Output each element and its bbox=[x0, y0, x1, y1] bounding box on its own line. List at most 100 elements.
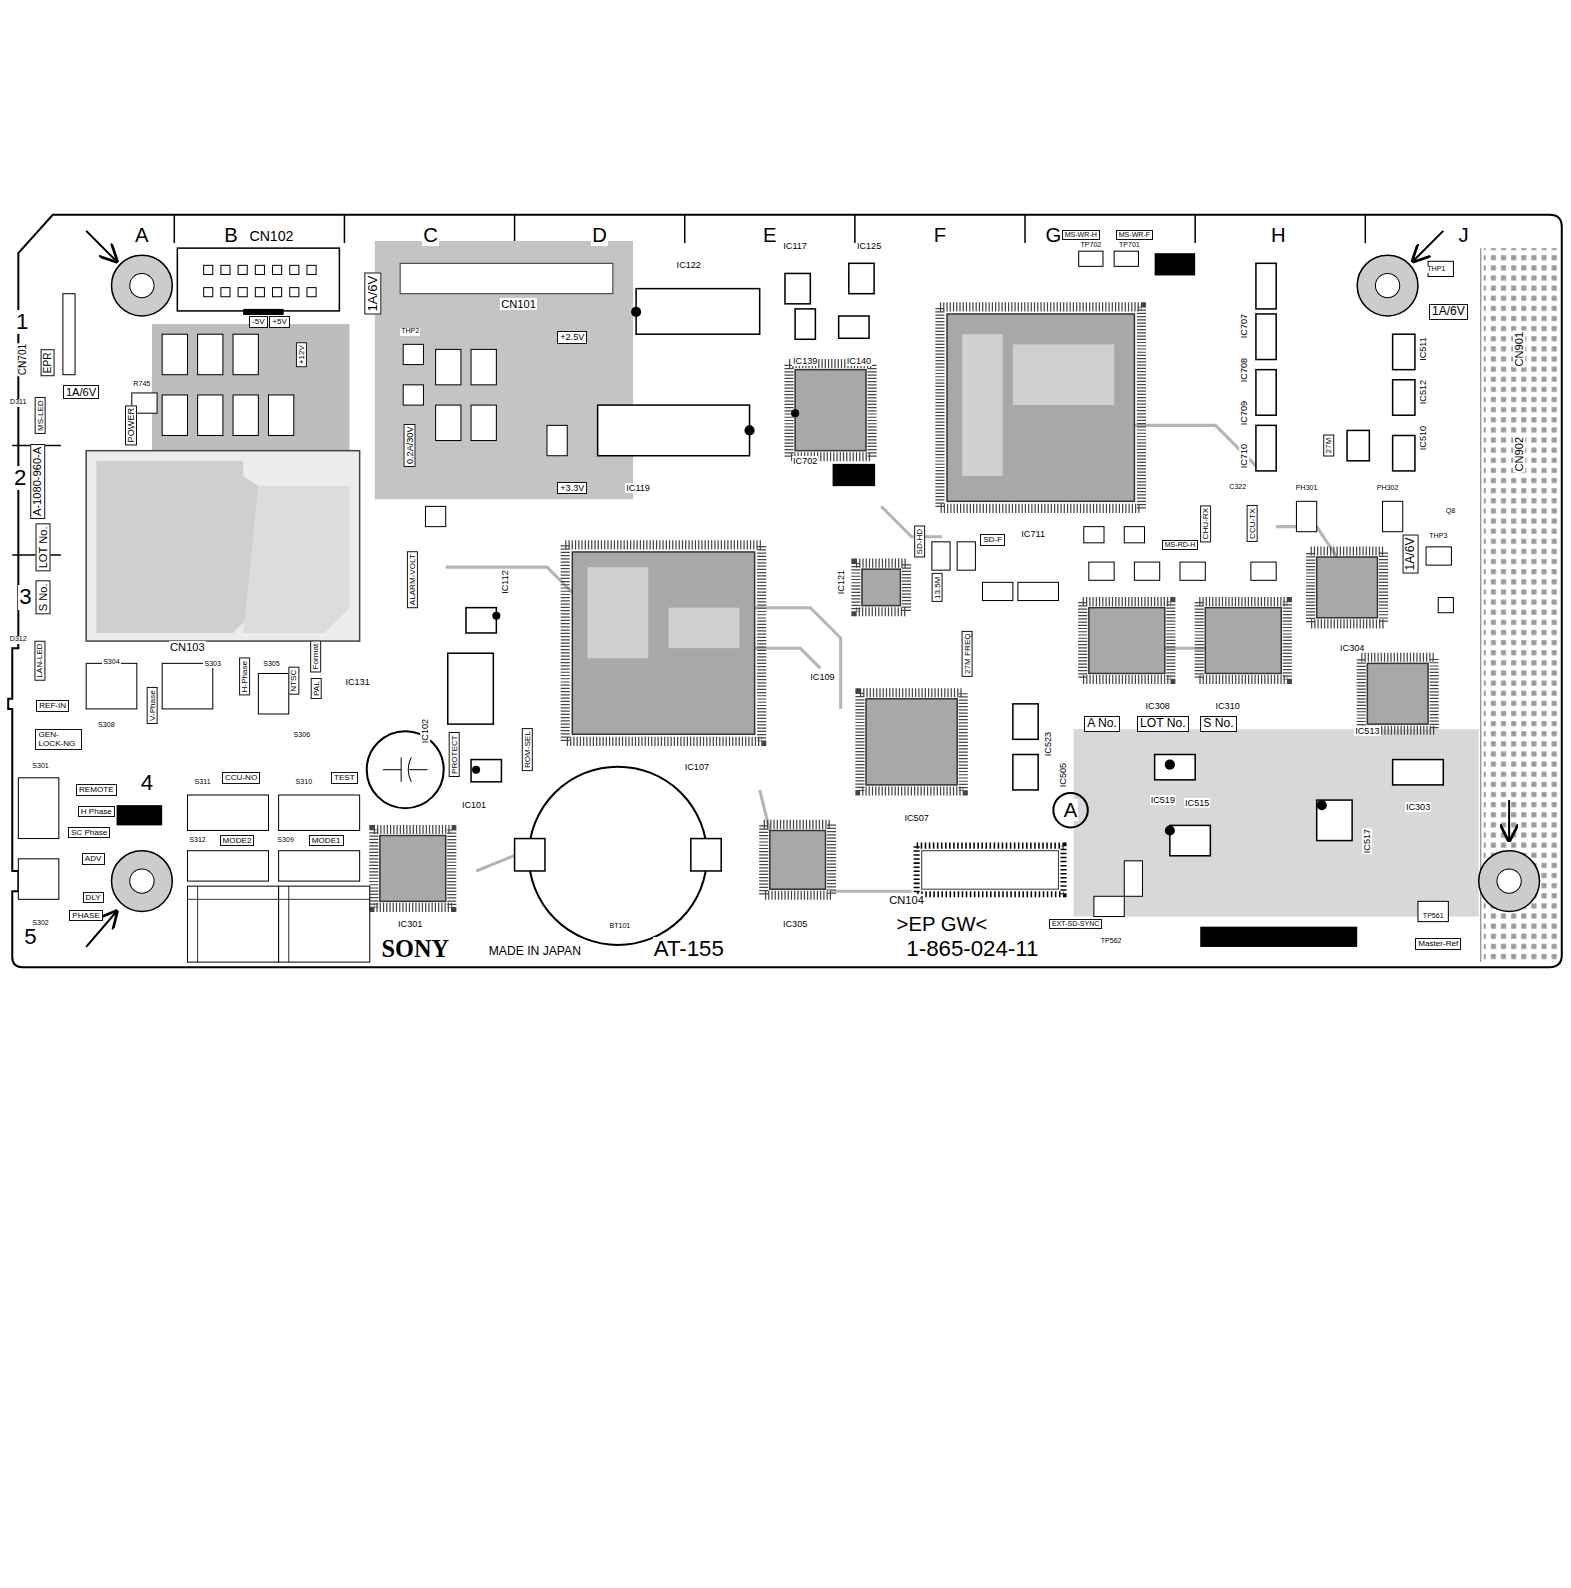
board-marking: C bbox=[422, 224, 439, 246]
box-text: H-Phase bbox=[240, 661, 249, 693]
board-marking: 1 bbox=[15, 310, 29, 335]
box-text: PHASE bbox=[72, 911, 99, 920]
part-label: IC301 bbox=[397, 919, 423, 929]
silkscreen-box: EXT-SD-SYNC bbox=[1049, 919, 1103, 929]
silkscreen-box: POWER bbox=[125, 405, 137, 445]
ic-outline bbox=[448, 263, 1444, 855]
box-text: +5V bbox=[272, 317, 287, 326]
silkscreen-box: TEST bbox=[331, 772, 358, 783]
silkscreen-box: ROM-SEL bbox=[522, 728, 533, 771]
part-label: IC140 bbox=[846, 356, 872, 366]
part-label: CN902 bbox=[1513, 435, 1525, 472]
passive-part bbox=[18, 251, 1453, 962]
part-label: IC102 bbox=[420, 718, 430, 744]
part-label: IC310 bbox=[1214, 701, 1240, 711]
silkscreen-box: SC Phase bbox=[68, 827, 110, 838]
silkscreen-box: MS-RD-H bbox=[1162, 540, 1199, 550]
part-label: C322 bbox=[1228, 484, 1247, 492]
box-text: MODE2 bbox=[223, 836, 252, 845]
silkscreen-box: ADV bbox=[82, 853, 105, 864]
part-label: TP701 bbox=[1118, 242, 1141, 250]
part-label: S304 bbox=[102, 659, 121, 667]
box-text: CHU-RX bbox=[1201, 508, 1210, 539]
part-label: CN101 bbox=[500, 298, 537, 310]
part-label: IC507 bbox=[904, 813, 930, 823]
part-label: IC122 bbox=[676, 260, 702, 270]
copper-area bbox=[86, 241, 1560, 962]
box-text: -5V bbox=[252, 317, 265, 326]
box-text: NTSC bbox=[289, 670, 298, 692]
box-text: MODE1 bbox=[312, 836, 341, 845]
board-marking: F bbox=[933, 224, 947, 246]
silkscreen-box: NTSC bbox=[288, 667, 299, 695]
box-text: +12V bbox=[297, 345, 306, 364]
box-text: CCU-NO bbox=[225, 773, 257, 782]
part-label: IC510 bbox=[1418, 424, 1428, 450]
box-text: V-Phase bbox=[147, 691, 156, 722]
part-label: IC109 bbox=[809, 672, 835, 682]
silkscreen-box: DLY bbox=[83, 892, 104, 903]
silkscreen-box: MS-WR-F bbox=[1116, 230, 1153, 240]
box-text: SD-F bbox=[983, 535, 1002, 544]
box-text: +2.5V bbox=[560, 332, 584, 342]
box-text: REF-IN bbox=[39, 701, 66, 710]
part-label: IC107 bbox=[684, 762, 710, 772]
part-label: IC125 bbox=[856, 241, 882, 251]
part-label: IC513 bbox=[1354, 726, 1380, 736]
part-label: CN104 bbox=[888, 894, 925, 906]
part-label: S310 bbox=[295, 779, 314, 787]
silkscreen-box: PROTECT bbox=[449, 732, 460, 777]
part-label: THP2 bbox=[400, 328, 420, 336]
silkscreen-box: +12V bbox=[296, 342, 307, 367]
box-text: SD-HD bbox=[915, 529, 924, 555]
silkscreen-box: LAN-LED bbox=[35, 640, 46, 680]
part-label: IC139 bbox=[792, 356, 818, 366]
box-text: MS-RD-H bbox=[1165, 541, 1196, 549]
box-text: DLY bbox=[86, 893, 101, 902]
board-marking: 1-865-024-11 bbox=[905, 937, 1039, 962]
box-text: MS-LED bbox=[36, 400, 45, 431]
silkscreen-box: 27M bbox=[1323, 435, 1334, 457]
silkscreen-box: MS-WR-H bbox=[1062, 230, 1100, 240]
part-label: TP702 bbox=[1079, 242, 1102, 250]
board-marking: 5 bbox=[23, 925, 37, 950]
box-text: Master-Ref bbox=[1418, 939, 1458, 948]
box-text: ALARM-VOLT bbox=[408, 554, 417, 605]
box-text: 1A/6V bbox=[1432, 305, 1465, 319]
box-text: +3.3V bbox=[560, 483, 584, 493]
silkscreen-box: 1A/6V bbox=[63, 385, 99, 400]
ic-dot bbox=[472, 307, 1327, 836]
box-text: S No. bbox=[36, 584, 49, 612]
box-text: TEST bbox=[334, 773, 355, 782]
part-label: PH301 bbox=[1295, 485, 1319, 493]
box-text: MS-WR-F bbox=[1119, 231, 1150, 239]
box-text: 0.2A/30V bbox=[405, 427, 415, 464]
part-label: IC305 bbox=[782, 919, 808, 929]
board-outline bbox=[8, 215, 1562, 967]
part-label: S311 bbox=[194, 779, 212, 787]
silkscreen-box: A No. bbox=[1084, 716, 1120, 732]
box-text: POWER bbox=[126, 408, 136, 442]
box-text: 1A/6V bbox=[365, 276, 380, 312]
box-text: 27M FREQ bbox=[963, 633, 972, 673]
box-text: REMOTE bbox=[79, 785, 114, 794]
board-marking: D bbox=[591, 224, 608, 246]
silkscreen-box: MS-LED bbox=[35, 397, 46, 434]
board-marking: 3 bbox=[18, 585, 32, 610]
part-label: IC523 bbox=[1043, 731, 1053, 757]
silkscreen-box: S No. bbox=[1200, 716, 1236, 732]
part-label: IC117 bbox=[782, 241, 808, 251]
silkscreen-box: -5V bbox=[249, 316, 268, 327]
board-marking: B bbox=[223, 224, 239, 246]
silkscreen-box: CHU-RX bbox=[1200, 505, 1211, 542]
silkscreen-box: +5V bbox=[269, 316, 290, 327]
board-marking: E bbox=[762, 224, 778, 246]
part-label: IC303 bbox=[1405, 802, 1431, 812]
board-marking: 4 bbox=[140, 771, 154, 796]
board-marking: A bbox=[1063, 799, 1079, 821]
silkscreen-box: 13.5M bbox=[931, 573, 942, 602]
box-text: 13.5M bbox=[932, 576, 941, 599]
part-label: S303 bbox=[203, 661, 222, 669]
silkscreen-box: 0.2A/30V bbox=[404, 424, 416, 467]
part-label: IC131 bbox=[344, 677, 370, 687]
